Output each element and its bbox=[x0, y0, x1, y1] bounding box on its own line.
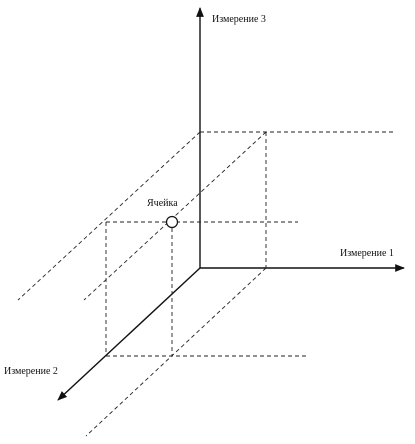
guide-diagonal-bottom-right bbox=[85, 267, 267, 437]
label-dimension-1: Измерение 1 bbox=[340, 248, 394, 259]
label-cell: Ячейка bbox=[147, 198, 178, 209]
dashed-guides bbox=[17, 131, 395, 437]
cell-point bbox=[165, 215, 179, 229]
axis-dimension-2 bbox=[57, 267, 201, 401]
label-dimension-3: Измерение 3 bbox=[212, 14, 266, 25]
guide-diagonal-top-right bbox=[83, 131, 267, 301]
label-dimension-2: Измерение 2 bbox=[4, 366, 58, 377]
guide-diagonal-top-left bbox=[17, 131, 201, 301]
